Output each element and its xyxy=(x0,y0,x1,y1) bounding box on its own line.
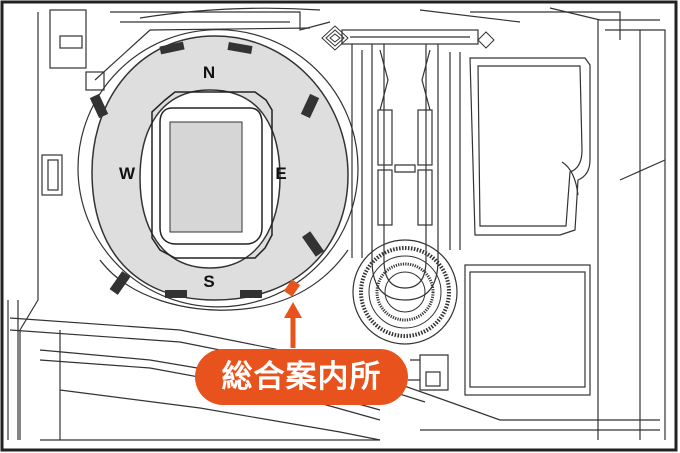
pitch xyxy=(169,121,243,233)
building-top-left xyxy=(59,35,83,49)
top-bridge xyxy=(341,29,479,45)
info-centre-marker xyxy=(283,279,301,297)
stadium-stands xyxy=(91,35,349,301)
info-arrow-head xyxy=(284,302,302,318)
circular-ramp xyxy=(352,239,458,345)
building-west xyxy=(47,159,59,191)
compass-east: E xyxy=(275,164,286,183)
general-information-centre-label: 総合案内所 xyxy=(195,349,408,405)
compass-west: W xyxy=(119,164,136,183)
compass-north: N xyxy=(203,63,215,82)
compass-south: S xyxy=(203,272,214,291)
